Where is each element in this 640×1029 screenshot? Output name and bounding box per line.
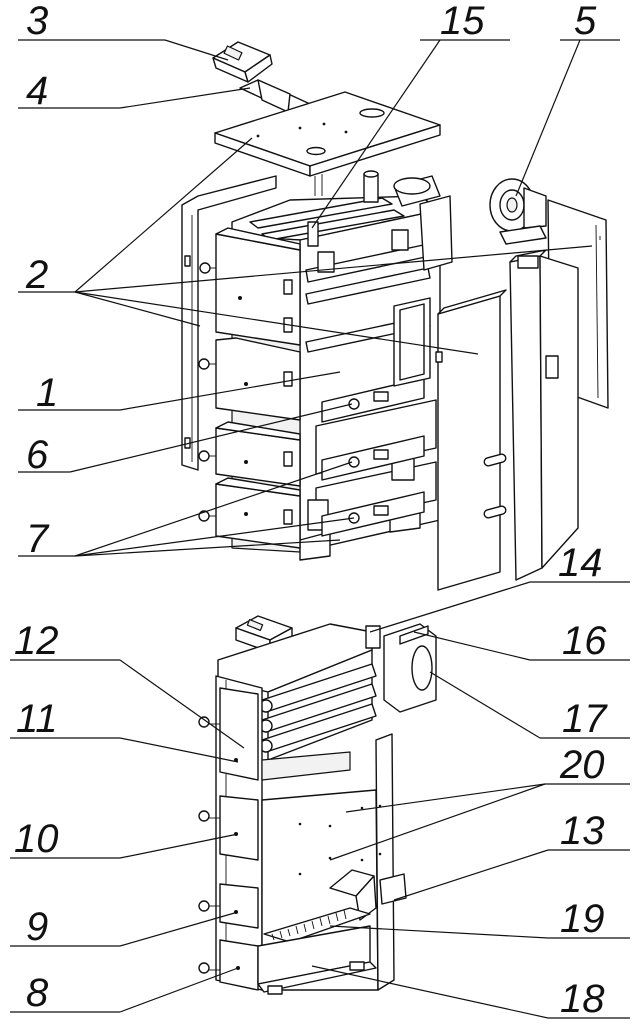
callout-19: 19 bbox=[560, 897, 605, 941]
callout-3: 3 bbox=[26, 0, 48, 43]
top-cover-plate bbox=[214, 91, 441, 196]
exploded-assembly bbox=[181, 41, 609, 591]
air-dampers bbox=[321, 377, 425, 537]
cutaway-assembly bbox=[198, 615, 437, 995]
leader-lines bbox=[10, 39, 630, 1019]
front-side-panel bbox=[435, 289, 507, 591]
callout-13: 13 bbox=[560, 809, 605, 853]
lower-door bbox=[198, 421, 301, 487]
callout-4: 4 bbox=[26, 69, 48, 113]
callout-10: 10 bbox=[14, 817, 59, 861]
heat-exchanger-tubes bbox=[259, 663, 377, 753]
ash-pan bbox=[257, 925, 377, 995]
door-9 bbox=[198, 883, 259, 929]
callout-15: 15 bbox=[440, 0, 485, 43]
control-unit bbox=[212, 41, 273, 83]
upper-loading-door bbox=[199, 227, 301, 346]
middle-door bbox=[198, 337, 301, 421]
callout-16: 16 bbox=[562, 619, 607, 663]
ash-door bbox=[198, 477, 301, 549]
callout-12: 12 bbox=[14, 619, 59, 663]
door-11 bbox=[198, 687, 259, 781]
callout-20: 20 bbox=[559, 743, 605, 787]
callout-1: 1 bbox=[36, 371, 58, 415]
callout-18: 18 bbox=[560, 977, 605, 1021]
callout-17: 17 bbox=[562, 697, 608, 741]
rear-air-channel bbox=[509, 249, 579, 581]
service-hatch bbox=[393, 297, 431, 387]
door-10 bbox=[198, 795, 259, 861]
callout-6: 6 bbox=[26, 433, 49, 477]
flue-outlet bbox=[365, 623, 437, 713]
callout-5: 5 bbox=[574, 0, 597, 43]
fire-grate bbox=[263, 907, 371, 943]
air-nozzle bbox=[329, 869, 407, 921]
callout-labels: 3 4 15 5 2 1 6 7 14 12 16 11 17 20 10 13… bbox=[14, 0, 608, 1021]
door-8 bbox=[198, 939, 259, 991]
callout-11: 11 bbox=[16, 697, 58, 741]
callout-8: 8 bbox=[26, 971, 49, 1015]
blower-fan bbox=[489, 178, 547, 245]
callout-2: 2 bbox=[25, 253, 48, 297]
callout-7: 7 bbox=[26, 517, 50, 561]
callout-9: 9 bbox=[26, 905, 48, 949]
callout-14: 14 bbox=[558, 541, 603, 585]
